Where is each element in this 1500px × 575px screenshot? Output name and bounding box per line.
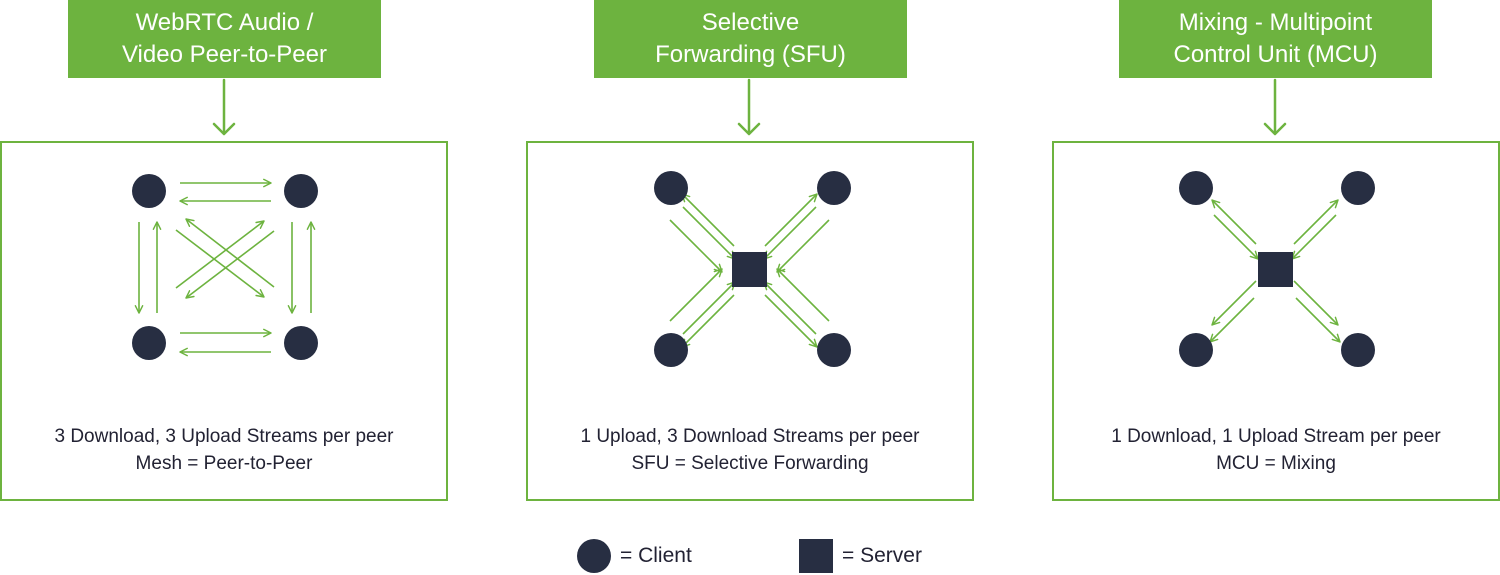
server-node-icon <box>1258 252 1293 287</box>
client-node-icon <box>1179 333 1213 367</box>
caption-sfu-line-1: 1 Upload, 3 Download Streams per peer <box>580 426 920 447</box>
header-sfu: Selective Forwarding (SFU) <box>594 0 907 78</box>
legend-client: = Client <box>576 538 692 574</box>
client-node-icon <box>132 174 166 208</box>
caption-mesh-line-1: 3 Download, 3 Upload Streams per peer <box>54 426 394 447</box>
caption-sfu: 1 Upload, 3 Download Streams per peer SF… <box>528 423 972 477</box>
client-node-icon <box>132 326 166 360</box>
legend-client-label: = Client <box>620 544 692 567</box>
connector-arrow-sfu <box>737 78 761 136</box>
header-mcu-line-1: Mixing - Multipoint <box>1178 9 1373 36</box>
server-node-icon <box>732 252 767 287</box>
mcu-stream-arrows <box>1209 199 1341 343</box>
connector-arrow-mcu <box>1263 78 1287 136</box>
header-sfu-line-1: Selective <box>701 9 800 36</box>
mesh-diagram <box>132 174 318 360</box>
client-node-icon <box>654 171 688 205</box>
legend-server-label: = Server <box>842 544 922 567</box>
client-node-icon <box>654 333 688 367</box>
panel-sfu: 1 Upload, 3 Download Streams per peer SF… <box>526 141 974 501</box>
server-square-icon <box>799 539 833 573</box>
connector-arrow-mesh <box>212 78 236 136</box>
caption-mesh-line-2: Mesh = Peer-to-Peer <box>135 453 313 474</box>
sfu-nodes <box>654 171 851 367</box>
sfu-diagram <box>654 171 851 367</box>
panel-mcu: 1 Download, 1 Upload Stream per peer MCU… <box>1052 141 1500 501</box>
caption-mesh: 3 Download, 3 Upload Streams per peer Me… <box>2 423 446 477</box>
mesh-stream-arrows <box>134 178 316 357</box>
client-node-icon <box>284 326 318 360</box>
header-mcu: Mixing - Multipoint Control Unit (MCU) <box>1119 0 1432 78</box>
client-node-icon <box>817 171 851 205</box>
header-mesh-line-1: WebRTC Audio / <box>135 9 314 36</box>
client-node-icon <box>284 174 318 208</box>
caption-mcu-line-1: 1 Download, 1 Upload Stream per peer <box>1111 426 1441 447</box>
caption-mcu-line-2: MCU = Mixing <box>1216 453 1336 474</box>
header-mcu-line-2: Control Unit (MCU) <box>1173 41 1378 68</box>
panel-mesh: 3 Download, 3 Upload Streams per peer Me… <box>0 141 448 501</box>
mesh-clients <box>132 174 318 360</box>
client-node-icon <box>1341 333 1375 367</box>
client-circle-icon <box>577 539 611 573</box>
client-node-icon <box>1341 171 1375 205</box>
header-mesh: WebRTC Audio / Video Peer-to-Peer <box>68 0 381 78</box>
header-sfu-line-2: Forwarding (SFU) <box>655 41 846 68</box>
legend-server: = Server <box>798 538 922 574</box>
caption-sfu-line-2: SFU = Selective Forwarding <box>631 453 869 474</box>
client-node-icon <box>817 333 851 367</box>
header-mesh-line-2: Video Peer-to-Peer <box>121 41 327 68</box>
mcu-nodes <box>1179 171 1375 367</box>
mcu-diagram <box>1179 171 1375 367</box>
caption-mcu: 1 Download, 1 Upload Stream per peer MCU… <box>1054 423 1498 477</box>
client-node-icon <box>1179 171 1213 205</box>
sfu-stream-arrows <box>669 193 830 348</box>
